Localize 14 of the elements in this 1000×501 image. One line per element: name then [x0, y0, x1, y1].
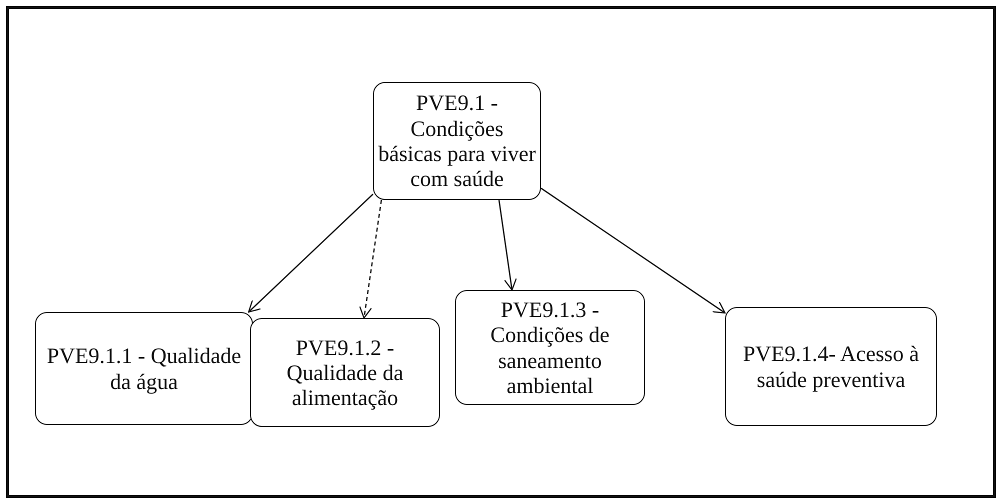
- process-box: [250, 318, 440, 427]
- process-box: [455, 290, 645, 405]
- process-box: [373, 82, 541, 200]
- arrow: [248, 194, 374, 313]
- node-label: PVE9.1.3 - Condições de saneamento ambiental: [489, 296, 611, 398]
- node-label: PVE9.1.2 - Qualidade da alimentação: [286, 334, 404, 410]
- node-label: PVE9.1.1 - Qualidade da água: [46, 343, 242, 394]
- process-box: [35, 312, 253, 425]
- process-box: [725, 307, 937, 426]
- node-label: PVE9.1.4- Acesso à saúde preventiva: [742, 341, 920, 392]
- node-label: PVE9.1 - Condições básicas para viver com saúde: [378, 90, 536, 192]
- arrow: [498, 200, 517, 291]
- arrow: [540, 188, 726, 314]
- arrow: [359, 200, 382, 319]
